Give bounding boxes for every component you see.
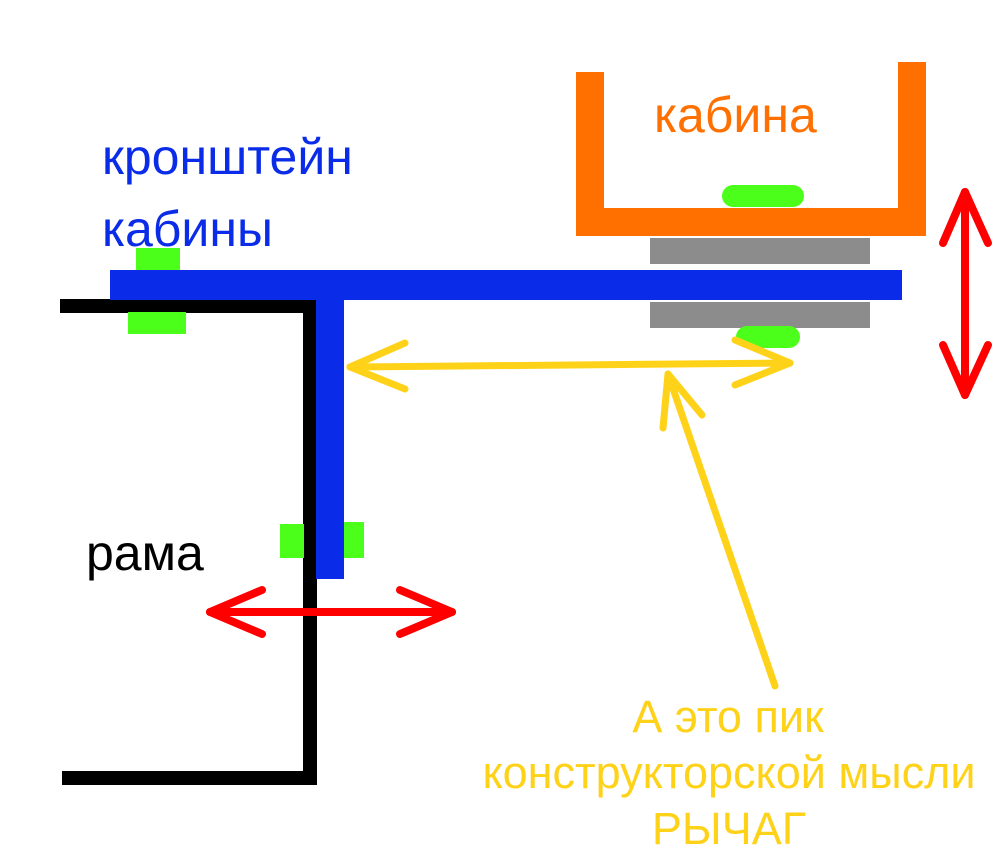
bolt-cushion-bottom: [736, 326, 800, 348]
bracket-label-line2: кабины: [102, 201, 273, 257]
bracket-vertical-leg: [316, 285, 344, 579]
lever-caption-line1: А это пик: [632, 691, 824, 742]
bolt-frame-left: [280, 524, 304, 558]
lever-pointer-arrow: [659, 370, 779, 690]
lever-caption-line3: РЫЧАГ: [652, 803, 806, 854]
cabin-label: кабина: [654, 87, 817, 143]
lever-caption-line2: конструкторской мысли: [482, 747, 975, 798]
bracket-horizontal-bar: [110, 270, 902, 300]
lever-arrow: [346, 336, 794, 393]
horizontal-movement-arrow: [206, 586, 456, 638]
frame-profile: [60, 299, 317, 785]
bolt-frame-right: [344, 522, 364, 558]
frame-label: рама: [86, 525, 204, 581]
bolt-cabin-floor: [722, 185, 804, 207]
bolt-bracket-top: [136, 248, 180, 270]
bolt-bracket-bottom: [128, 312, 186, 334]
cabin-body: [576, 62, 926, 236]
bracket-label-line1: кронштейн: [102, 129, 353, 185]
vertical-movement-arrow: [939, 188, 992, 399]
cushion-upper: [650, 238, 870, 264]
cushion-lower: [650, 302, 870, 328]
